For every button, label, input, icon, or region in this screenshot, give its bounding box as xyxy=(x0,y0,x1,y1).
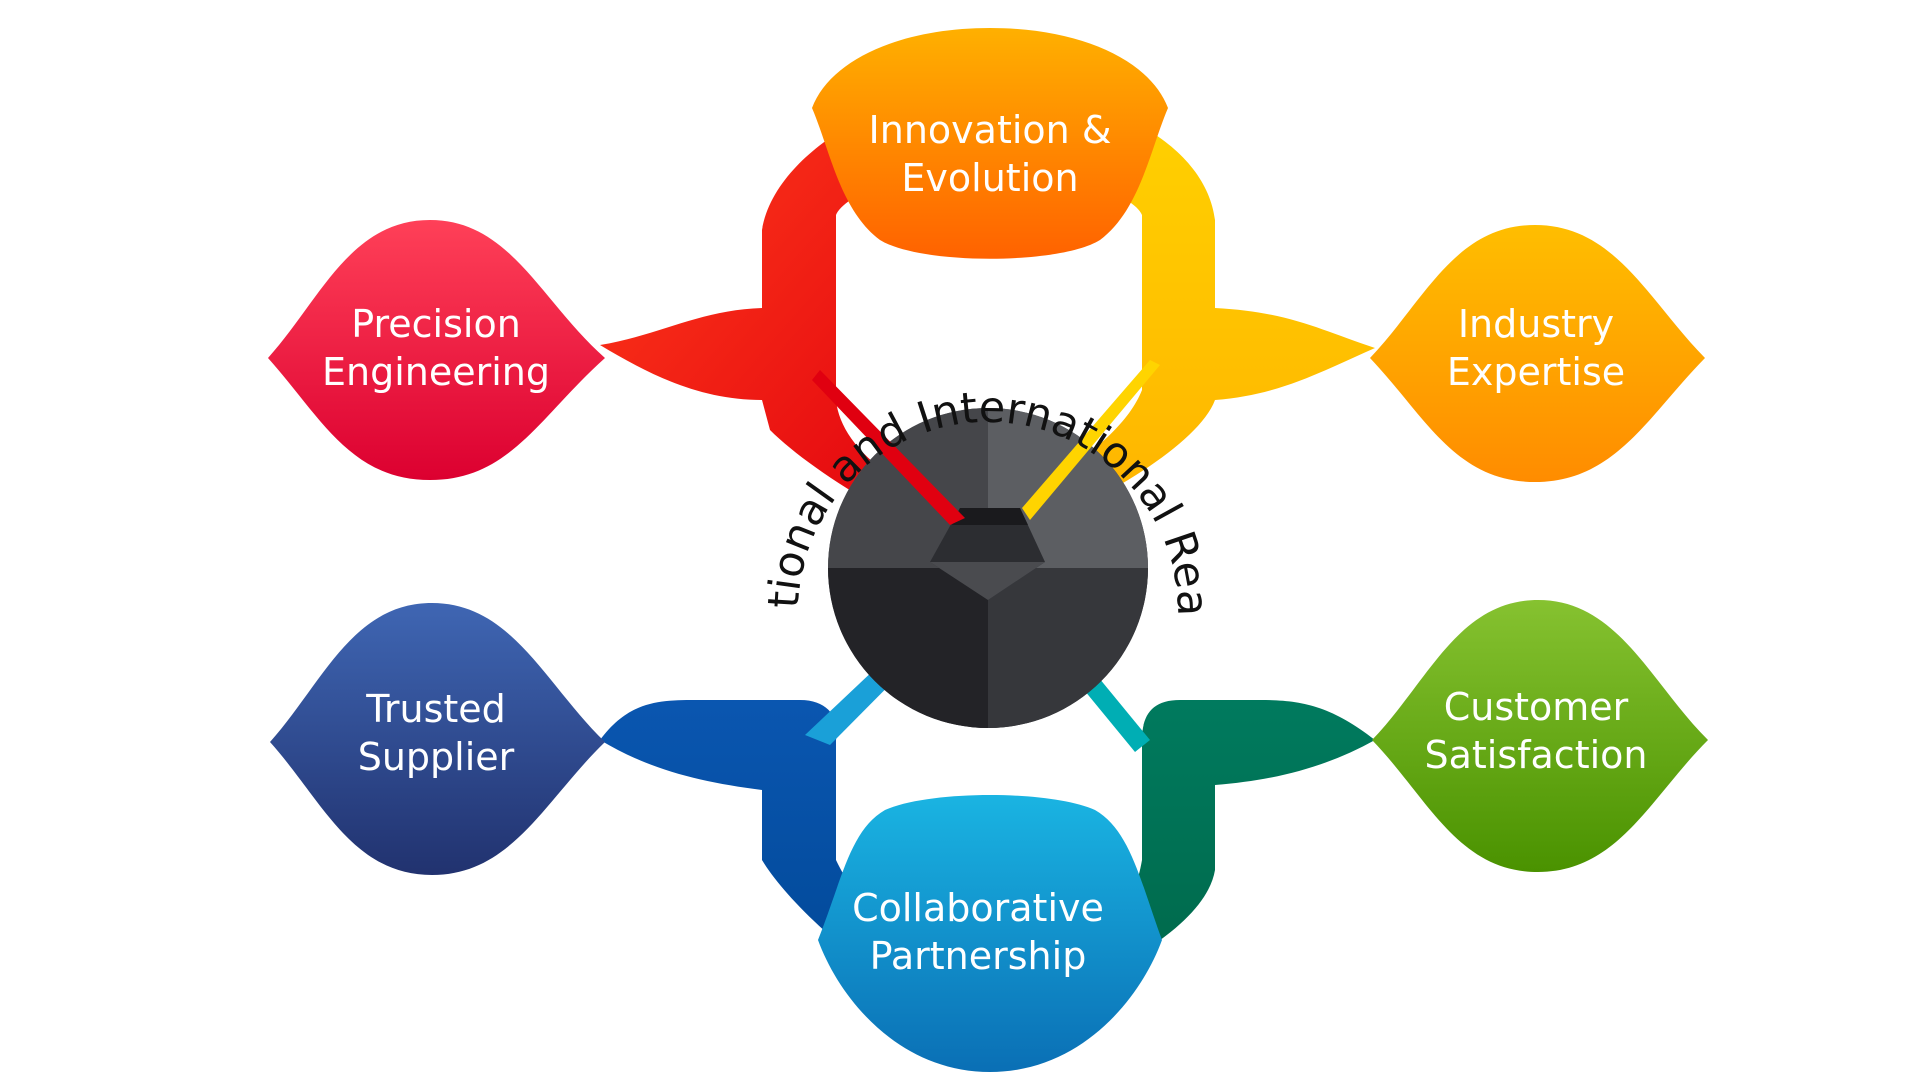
node-shape xyxy=(1372,600,1708,872)
node-label-line: Customer xyxy=(1444,685,1629,729)
connector-yellow xyxy=(1025,120,1375,520)
red-spoke xyxy=(812,370,965,525)
node-label-line: Trusted xyxy=(365,687,506,731)
node-shape xyxy=(818,795,1162,1072)
node-label-line: Expertise xyxy=(1447,350,1625,394)
node-shape xyxy=(1370,225,1705,482)
node-label-line: Engineering xyxy=(322,350,550,394)
node-innovation-evolution: Innovation &Evolution xyxy=(812,28,1168,259)
node-label-line: Innovation & xyxy=(869,108,1112,152)
node-label-line: Precision xyxy=(351,302,521,346)
svg-text:Innovation &Evolution: Innovation &Evolution xyxy=(869,108,1112,200)
central-hub xyxy=(812,360,1160,728)
node-label-line: Collaborative xyxy=(852,886,1104,930)
node-label-line: Supplier xyxy=(358,735,515,779)
yellow-spoke xyxy=(1022,360,1160,520)
node-label-line: Industry xyxy=(1458,302,1614,346)
node-label-line: Evolution xyxy=(901,156,1078,200)
connector-red xyxy=(600,120,960,535)
node-shape xyxy=(812,28,1168,259)
node-shape xyxy=(270,603,605,875)
node-label-line: Satisfaction xyxy=(1424,733,1647,777)
node-shape xyxy=(268,220,605,480)
node-label-line: Partnership xyxy=(870,934,1087,978)
